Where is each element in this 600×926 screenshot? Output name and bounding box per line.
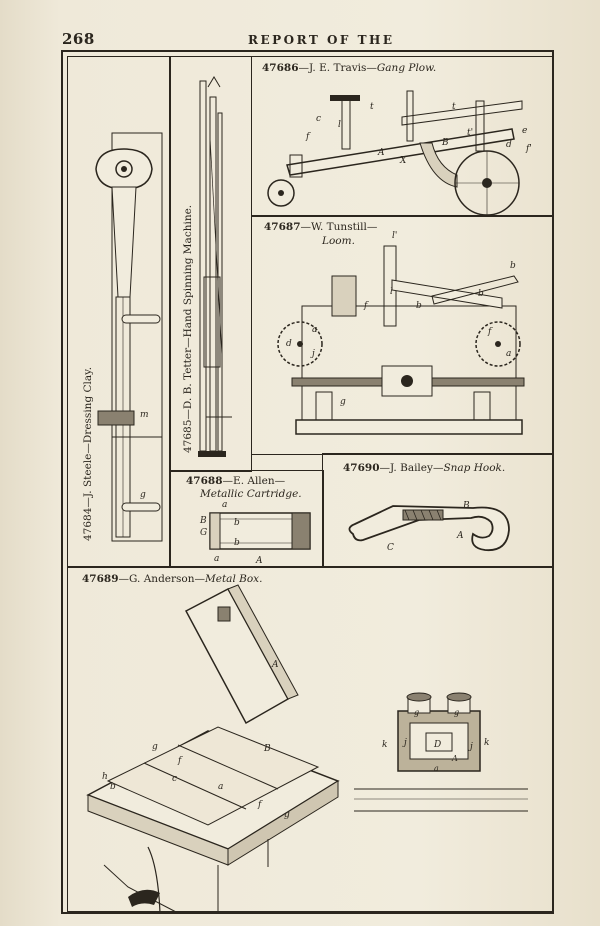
caption-47690: 47690—J. Bailey—Snap Hook. [343,462,505,474]
label-anderson-c: c [172,774,177,784]
panel-47689: 47689—G. Anderson—Metal Box. [67,566,554,914]
label-tunstill-f2: f [487,327,493,337]
caption-47687-title: Loom. [322,235,355,247]
caption-47688-title: Metallic Cartridge. [200,488,302,500]
fig-inventor: —J. Bailey— [379,462,444,474]
fig-number: 47686 [262,62,299,74]
plate-frame: 47684—J. Steele—Dressing Clay. m g [61,50,554,914]
fig-inventor: —W. Tunstill— [300,221,378,233]
label-anderson-k1: k [382,740,387,750]
label-steele-g: g [140,490,146,500]
label-anderson-g1: g [152,742,158,752]
label-travis-B: B [441,138,449,148]
label-anderson-b: b [110,782,116,792]
cartridge-drawing: a B G b b a A [199,500,311,566]
fig-title: Metal Box. [205,573,263,585]
label-allen-B: B [199,516,207,526]
fig-number: 47689 [82,573,119,585]
label-travis-t2: t [452,102,456,112]
caption-47689: 47689—G. Anderson—Metal Box. [82,573,262,585]
label-tunstill-a2: a [312,325,317,335]
label-allen-a2: a [214,554,219,564]
label-tunstill-l: l [390,287,393,297]
label-bailey-A: A [456,531,464,541]
fig-number: 47688 [186,475,223,487]
panel-47687: 47687—W. Tunstill— Loom. [251,215,554,455]
label-travis-l: l [338,120,341,130]
fig-title: Loom. [322,235,355,247]
panel-47688: 47688—E. Allen— Metallic Cartridge. a B … [169,470,324,568]
label-allen-a1: a [222,500,227,510]
dressing-clay-drawing: m g [95,132,163,542]
label-anderson-j1: j [402,738,407,748]
panel-47684: 47684—J. Steele—Dressing Clay. m g [67,56,171,568]
loom-drawing: b b l' l f d b a f j g a [277,231,525,435]
label-anderson-f1: f [177,756,183,766]
panel-47690: 47690—J. Bailey—Snap Hook. B A C [322,453,554,568]
label-anderson-a1: a [218,782,223,792]
label-tunstill-lprime: l' [392,231,397,241]
label-anderson-D: D [433,740,441,750]
metal-box-drawing: A g f B c a f g h b g g k j D j k A a [86,584,528,914]
label-travis-A: A [377,148,385,158]
caption-47687: 47687—W. Tunstill— [264,221,377,233]
fig-number: 47687 [264,221,301,233]
snap-hook-drawing: B A C [348,501,510,553]
label-anderson-f2: f [257,800,263,810]
fig-inventor: —J. E. Travis— [298,62,377,74]
label-travis-c: c [316,114,321,124]
label-allen-b2: b [234,538,240,548]
fig-number: 47690 [343,462,380,474]
fig-inventor: —E. Allen— [222,475,286,487]
label-travis-f: f [305,132,311,142]
label-steele-m: m [140,410,149,420]
label-tunstill-b3: b [416,301,422,311]
label-tunstill-b2: b [478,289,484,299]
label-anderson-j2: j [468,742,473,752]
label-travis-t1: t [370,102,374,112]
fig-title: Metallic Cartridge. [200,488,302,500]
page-number: 268 [62,30,95,48]
caption-47686: 47686—J. E. Travis—Gang Plow. [262,62,436,74]
label-tunstill-j: j [310,349,315,359]
label-anderson-h: h [102,772,108,782]
label-anderson-g2: g [284,810,290,820]
running-header: REPORT OF THE [248,33,395,47]
label-travis-X: X [399,156,407,166]
label-tunstill-a1: a [506,349,511,359]
fig-title: Gang Plow. [376,62,437,74]
label-travis-e: e [522,126,527,136]
label-travis-fprime: f' [525,144,532,154]
spinning-machine-drawing [198,76,232,457]
label-anderson-a2: a [434,764,439,773]
label-tunstill-b1: b [510,261,516,271]
label-bailey-C: C [387,543,394,553]
label-anderson-k2: k [484,738,489,748]
label-tunstill-d: d [286,339,292,349]
label-bailey-B: B [462,501,470,511]
label-allen-b1: b [234,518,240,528]
label-travis-d: d [506,140,512,150]
caption-47688: 47688—E. Allen— [186,475,285,487]
panel-47686: 47686—J. E. Travis—Gang Plow. t t t' [251,56,554,217]
label-anderson-A1: A [271,660,279,670]
fig-title: Snap Hook. [443,462,506,474]
label-tunstill-g: g [340,397,346,407]
label-anderson-g4: g [454,708,459,717]
label-anderson-A2: A [451,754,458,763]
label-anderson-B: B [263,744,271,754]
panel-47685: 47685—D. B. Tetter—Hand Spinning Machine… [169,56,252,472]
label-anderson-g3: g [414,708,419,717]
gang-plow-drawing: t t t' c f l B e A X f' d [267,90,532,216]
label-allen-G: G [200,528,207,538]
label-tunstill-f: f [363,301,369,311]
label-allen-A: A [255,556,263,566]
label-travis-t3: t' [467,128,473,138]
fig-inventor: —G. Anderson— [118,573,205,585]
